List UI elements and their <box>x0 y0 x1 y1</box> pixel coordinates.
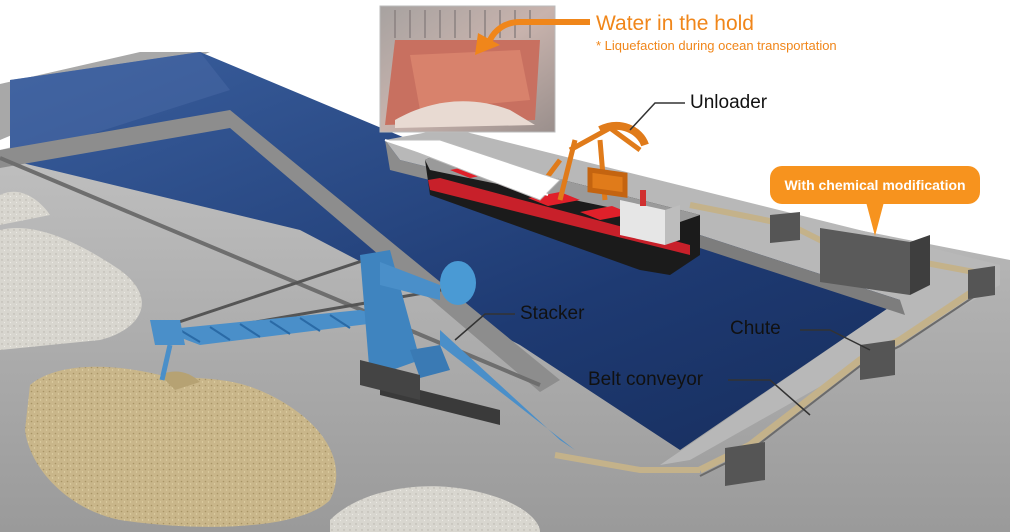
stockpile-grey-left <box>0 191 142 350</box>
callout-tail <box>866 202 884 236</box>
stacker-machine <box>150 250 575 450</box>
chute-label: Chute <box>730 318 781 339</box>
leader-lines <box>454 102 871 416</box>
stacker-label: Stacker <box>520 303 585 324</box>
stockpile-ore-foreground <box>25 366 337 527</box>
sea-basin <box>10 52 1000 450</box>
water-in-hold-label: Water in the hold <box>596 12 754 35</box>
chemical-modification-callout: With chemical modification <box>770 166 980 204</box>
unloader-label: Unloader <box>690 92 768 113</box>
belt-conveyor-label: Belt conveyor <box>588 369 704 390</box>
water-arrow <box>475 19 590 55</box>
stockpile-grey-bottom <box>330 486 540 532</box>
hold-photo-inset <box>379 5 561 201</box>
liquefaction-note: * Liquefaction during ocean transportati… <box>596 38 837 53</box>
